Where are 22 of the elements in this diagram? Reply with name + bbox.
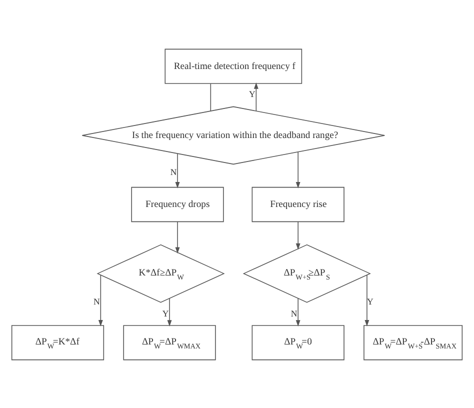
- connector: [210, 82, 212, 111]
- edge-label: Y: [248, 88, 256, 99]
- arrow: [254, 82, 258, 111]
- node-box: Real-time detection frequency f: [164, 48, 302, 84]
- arrow: [167, 298, 172, 326]
- arrow: [296, 298, 300, 326]
- node-box: ΔP$_{W}$=ΔP$_{WMAX}$: [123, 324, 216, 360]
- node-box: Frequency rise: [252, 186, 344, 222]
- edge-label: N: [290, 308, 298, 318]
- node-box: Frequency drops: [131, 186, 224, 222]
- arrow: [175, 221, 180, 254]
- node-diamond: Is the frequency variation within the deadband range?: [82, 106, 385, 164]
- edge-label: N: [170, 166, 177, 177]
- arrow: [296, 151, 300, 188]
- edge-label: Y: [162, 308, 169, 318]
- node-box: ΔP$_{W}$=K*Δf: [11, 324, 104, 360]
- node-box: ΔP$_{W}$=0: [252, 324, 344, 360]
- node-box: ΔP$_{W}$=ΔP$_{W+S}$-ΔP$_{SMAX}$: [364, 324, 463, 360]
- arrow: [175, 152, 180, 188]
- arrow: [296, 221, 300, 250]
- arrow: [364, 274, 370, 326]
- arrow: [98, 274, 103, 326]
